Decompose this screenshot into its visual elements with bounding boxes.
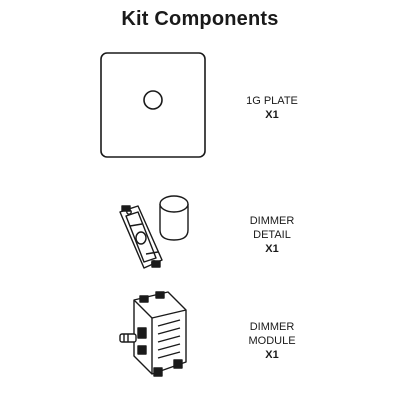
component-name: DETAIL (253, 229, 291, 241)
dimmer-module-icon (119, 291, 187, 377)
plate-icon (100, 52, 206, 158)
component-name: DIMMER (249, 321, 295, 333)
component-name: DIMMER (249, 215, 295, 227)
component-quantity: X1 (265, 109, 279, 121)
dimmer-detail-icon (119, 195, 189, 269)
component-quantity: X1 (265, 349, 279, 361)
caption-dimmer-detail: DIMMER DETAIL X1 (222, 214, 322, 256)
component-name: MODULE (248, 335, 296, 347)
page-title: Kit Components (121, 8, 279, 30)
component-quantity: X1 (265, 243, 279, 255)
component-name: 1G PLATE (246, 95, 298, 107)
caption-1g-plate: 1G PLATE X1 (222, 94, 322, 122)
caption-dimmer-module: DIMMER MODULE X1 (222, 320, 322, 362)
